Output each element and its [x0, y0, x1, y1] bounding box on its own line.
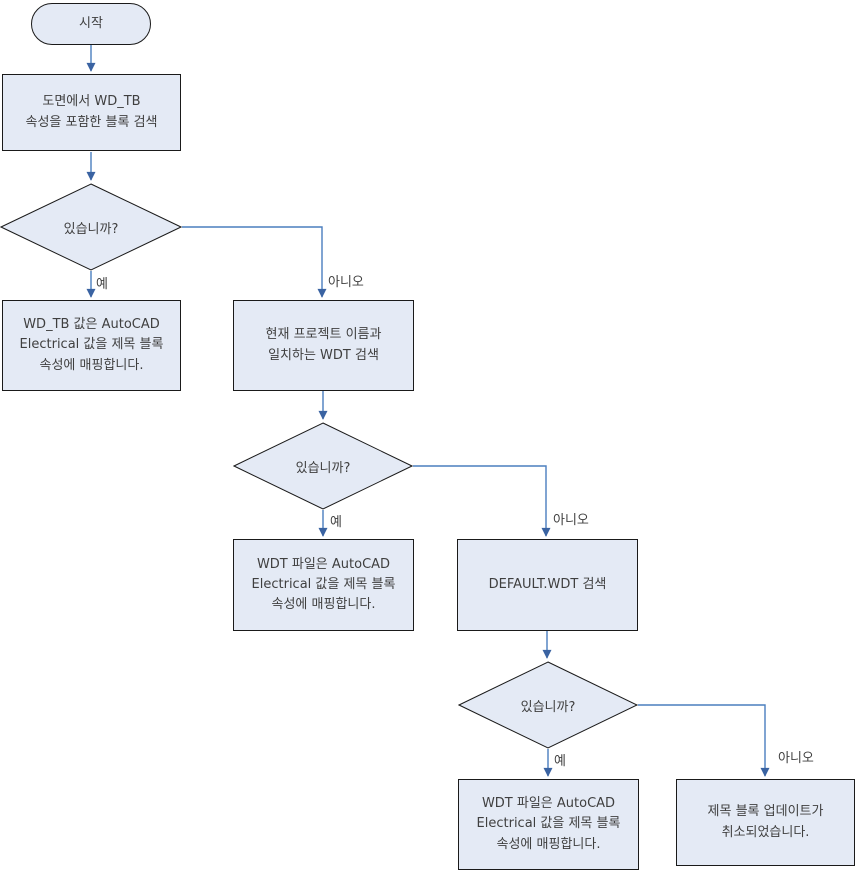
text-line: Electrical 값을 제목 블록 — [476, 816, 621, 832]
decision-label: 있습니까? — [63, 221, 119, 237]
process-search-default-wdt: DEFAULT.WDT 검색 — [457, 539, 638, 631]
text-line: 현재 프로젝트 이름과 — [265, 327, 382, 343]
diamond-shape — [0, 183, 182, 271]
edge-decision2-no — [413, 465, 551, 537]
text-line: Electrical 값을 제목 블록 — [19, 337, 164, 353]
edge-decision1-no — [182, 226, 327, 298]
start-node: 시작 — [31, 3, 151, 45]
decision-label: 있습니까? — [520, 699, 576, 715]
decision-exists-1: 있습니까? — [0, 183, 182, 271]
edge-label-yes-1: 예 — [96, 277, 108, 292]
text-line: WDT 파일은 AutoCAD — [256, 556, 391, 572]
text-line: Electrical 값을 제목 블록 — [251, 576, 396, 592]
text-line: 일치하는 WDT 검색 — [268, 347, 379, 363]
text-line: 제목 블록 업데이트가 — [707, 804, 824, 820]
process-search-wd-tb-block: 도면에서 WD_TB 속성을 포함한 블록 검색 — [2, 74, 181, 151]
diamond-shape — [233, 422, 413, 510]
text-line: WDT 파일은 AutoCAD — [481, 796, 616, 812]
decision-label: 있습니까? — [295, 460, 351, 476]
text-line: 속성을 포함한 블록 검색 — [25, 114, 158, 130]
decision-exists-3: 있습니까? — [458, 661, 638, 749]
text-line: 속성에 매핑합니다. — [39, 357, 144, 373]
diamond-shape — [458, 661, 638, 749]
edge-label-no-1: 아니오 — [328, 275, 364, 290]
text-line: DEFAULT.WDT 검색 — [488, 576, 607, 592]
text-line: 속성에 매핑합니다. — [271, 597, 376, 613]
process-search-project-wdt: 현재 프로젝트 이름과 일치하는 WDT 검색 — [233, 300, 414, 391]
text-line: WD_TB 값은 AutoCAD — [23, 317, 160, 333]
process-map-wd-tb-values: WD_TB 값은 AutoCAD Electrical 값을 제목 블록 속성에… — [2, 300, 181, 391]
edge-label-yes-3: 예 — [554, 754, 566, 769]
process-map-wdt-file-1: WDT 파일은 AutoCAD Electrical 값을 제목 블록 속성에 … — [233, 539, 414, 631]
process-update-cancelled: 제목 블록 업데이트가 취소되었습니다. — [676, 779, 855, 866]
start-label: 시작 — [79, 15, 103, 31]
process-map-wdt-file-2: WDT 파일은 AutoCAD Electrical 값을 제목 블록 속성에 … — [458, 779, 639, 870]
edge-label-no-2: 아니오 — [553, 513, 589, 528]
edge-decision3-no — [638, 704, 770, 777]
text-line: 취소되었습니다. — [721, 824, 810, 840]
decision-exists-2: 있습니까? — [233, 422, 413, 510]
edge-label-no-3: 아니오 — [778, 751, 814, 766]
edge-label-yes-2: 예 — [330, 515, 342, 530]
text-line: 속성에 매핑합니다. — [496, 836, 601, 852]
text-line: 도면에서 WD_TB — [42, 94, 141, 110]
